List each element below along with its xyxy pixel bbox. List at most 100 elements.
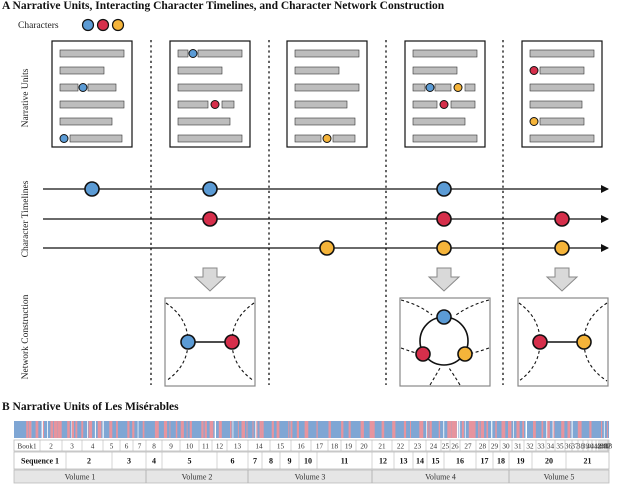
book-label: 44 [598,443,606,451]
book-label: 22 [397,443,405,451]
strip-gap-73 [525,421,527,438]
book-label: 13 [234,443,242,451]
book-label: 21 [378,443,386,451]
doc-4-yellow-dot [453,83,463,92]
strip-gap-62 [459,421,461,438]
strip-unit-41 [288,421,290,438]
network-box-5 [517,297,609,387]
book-label: 5 [110,443,114,451]
book-label: 46 [602,443,610,451]
book-label: 17 [316,443,324,451]
sequence-label: 15 [432,457,440,466]
strip-gap-76 [552,421,554,438]
sequence-label: 7 [253,457,257,466]
strip-unit-47 [341,421,344,438]
book-label: 41 [590,443,598,451]
doc-2-blue-dot [188,49,198,58]
strip-gap-18 [137,421,139,438]
sequence-label: 5 [188,457,192,466]
event-red-1 [202,211,218,227]
legend-yellow-dot [111,18,125,32]
strip-unit-69 [495,421,497,438]
network-2-red-node [224,334,240,350]
sequence-label: 18 [497,457,505,466]
strip-unit-4 [43,421,44,438]
book-label: 10 [186,443,194,451]
strip-unit-12 [88,421,93,438]
strip-unit-49 [360,421,364,438]
strip-unit-66 [478,421,480,438]
characters-legend-label: Characters [18,21,59,31]
sequence-label: 13 [400,457,408,466]
strip-gap-11 [87,421,88,438]
strip-unit-46 [328,421,331,438]
strip-unit-2 [29,421,32,438]
strip-unit-54 [403,421,407,438]
strip-unit-40 [276,421,280,438]
book-label: 24 [430,443,438,451]
sequence-label: 21 [584,457,592,466]
book-label: 39 [582,443,590,451]
strip-unit-20 [154,421,159,438]
narrative-units-strip [14,421,614,438]
strip-gap-13 [102,421,104,438]
book-label: 42 [594,443,602,451]
book-label: 36 [565,443,573,451]
strip-unit-53 [392,421,396,438]
strip-base [14,421,609,438]
strip-unit-17 [127,421,130,438]
strip-unit-52 [381,421,385,438]
sequence-label: 14 [416,457,424,466]
strip-unit-7 [57,421,62,438]
strip-unit-16 [116,421,118,438]
event-blue-3 [436,181,452,197]
sequence-label: 11 [341,457,349,466]
strip-gap-63 [464,421,466,438]
sequence-label: 17 [481,457,489,466]
strip-unit-8 [67,421,70,438]
book-label: 8 [152,443,156,451]
network-4-blue-node [436,309,452,325]
strip-unit-15 [109,421,113,438]
book-label: 4 [91,443,95,451]
strip-unit-18 [132,421,135,438]
sequence-label: 10 [304,457,312,466]
sequence-label: 8 [269,457,273,466]
sequence-label: Sequence 1 [21,457,59,466]
strip-unit-6 [53,421,58,438]
book-label: 18 [331,443,339,451]
event-yellow-1 [319,240,335,256]
strip-unit-26 [189,421,192,438]
strip-unit-1 [26,421,29,438]
strip-unit-71 [508,421,512,438]
sequence-label: 16 [456,457,464,466]
strip-unit-50 [369,421,374,438]
book-label: 38 [577,443,585,451]
strip-unit-67 [480,421,485,438]
strip-gap-61 [456,421,459,438]
strip-gap-71 [513,421,514,438]
doc-3-yellow-dot [322,134,332,143]
volume-label: Volume 5 [544,473,575,482]
panel-b-title: B Narrative Units of Les Misérables [2,401,179,413]
strip-unit-39 [271,421,274,438]
strip-unit-13 [97,421,101,438]
book-label: 2 [49,443,53,451]
book-label: 30 [502,443,510,451]
network-4-red-node [415,346,431,362]
strip-unit-58 [429,421,432,438]
strip-unit-23 [175,421,178,438]
character-timelines [43,185,609,252]
strip-gap-12 [94,421,96,438]
book-label: 9 [169,443,173,451]
book-label: 35 [556,443,564,451]
strip-unit-29 [209,421,214,438]
event-red-2 [436,211,452,227]
strip-unit-44 [304,421,309,438]
strip-unit-28 [204,421,207,438]
strip-unit-27 [201,421,204,438]
sequence-label: 2 [87,457,91,466]
sequence-label: 20 [545,457,553,466]
strip-gap-68 [491,421,493,438]
strip-unit-30 [218,421,222,438]
